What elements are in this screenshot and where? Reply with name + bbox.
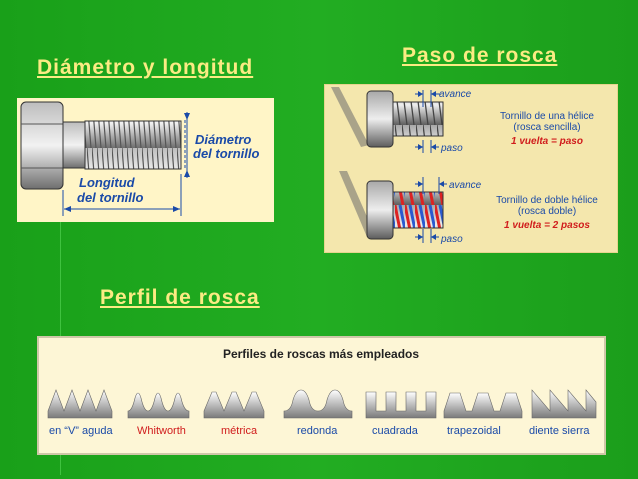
double-title-1: Tornillo de doble hélice <box>496 195 598 206</box>
profile-sawtooth <box>531 389 597 419</box>
heading-diameter-length: Diámetro y longitud <box>37 56 254 79</box>
single-pitch-label: paso <box>440 143 463 154</box>
profile-label: redonda <box>297 425 338 437</box>
single-formula: 1 vuelta = paso <box>511 136 583 147</box>
diameter-length-diagram: Diámetro del tornillo Longitud del torni… <box>17 98 274 222</box>
single-helix-bolt <box>331 87 444 148</box>
profile-label: en “V” aguda <box>49 425 113 437</box>
bolt-shank <box>62 121 86 169</box>
profile-whitworth <box>127 392 190 419</box>
double-formula: 1 vuelta = 2 pasos <box>504 220 590 231</box>
profile-metric <box>203 391 265 419</box>
double-pitch-label: paso <box>440 234 463 245</box>
bolt-thread <box>84 120 182 170</box>
double-helix-bolt <box>339 171 444 240</box>
profile-label: trapezoidal <box>447 425 501 437</box>
heading-thread-profile: Perfil de rosca <box>100 286 260 309</box>
diameter-label-1: Diámetro <box>195 132 251 147</box>
length-label-1: Longitud <box>79 175 136 190</box>
heading-thread-pitch: Paso de rosca <box>402 44 558 67</box>
single-advance-label: avance <box>439 89 472 100</box>
profile-round <box>283 389 353 419</box>
diameter-label-2: del tornillo <box>193 146 260 161</box>
profile-label: Whitworth <box>137 425 186 437</box>
profile-v-sharp <box>47 389 113 419</box>
profile-trapezoidal <box>443 392 523 419</box>
profiles-title: Perfiles de roscas más empleados <box>223 347 419 361</box>
bolt-head <box>20 101 64 190</box>
single-title-2: (rosca sencilla) <box>513 122 580 133</box>
double-advance-label: avance <box>449 180 482 191</box>
length-label-2: del tornillo <box>77 190 144 205</box>
profile-label: diente sierra <box>529 425 590 437</box>
profile-label: cuadrada <box>372 425 419 437</box>
thread-pitch-diagram: avance paso Tornillo de una hélice (rosc… <box>324 84 618 253</box>
single-title-1: Tornillo de una hélice <box>500 111 594 122</box>
double-title-2: (rosca doble) <box>518 206 576 217</box>
profile-square <box>365 391 437 419</box>
profile-label: métrica <box>221 425 258 437</box>
thread-profiles-diagram: Perfiles de roscas más empleados en “V” … <box>37 336 606 455</box>
